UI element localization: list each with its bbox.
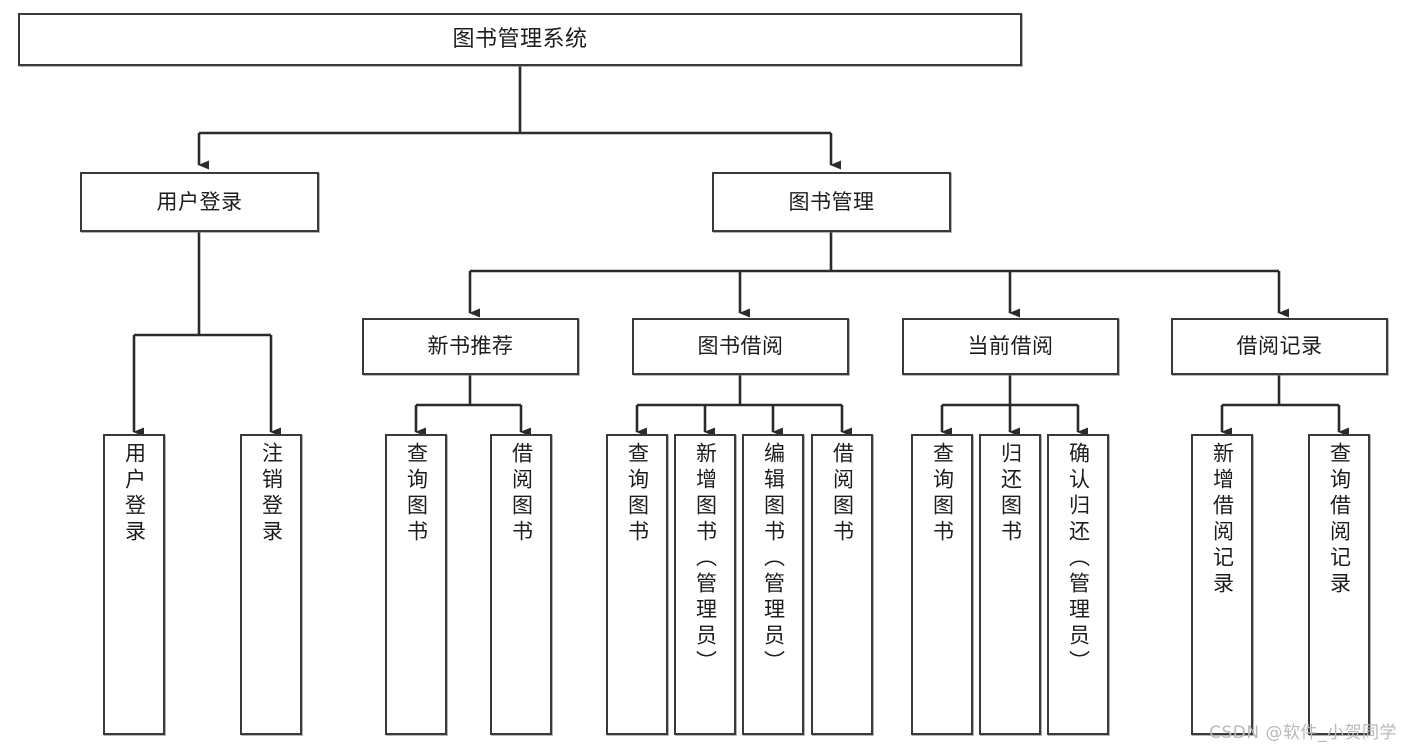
- node-leaf-edit-book[interactable]: 编辑图书（管理员）: [742, 434, 804, 735]
- node-root-label: 图书管理系统: [452, 26, 588, 52]
- node-user-login-label: 用户登录: [156, 189, 243, 214]
- node-leaf-query-record-label: 查询借阅记录: [1327, 442, 1352, 598]
- node-leaf-borrow-book-2[interactable]: 借阅图书: [811, 434, 873, 735]
- node-book-borrow-label: 图书借阅: [697, 334, 784, 359]
- node-root-book-management-system[interactable]: 图书管理系统: [18, 13, 1022, 66]
- node-leaf-confirm-return-label: 确认归还（管理员）: [1066, 442, 1091, 676]
- node-current-borrow-label: 当前借阅: [967, 334, 1054, 359]
- node-borrow-record-label: 借阅记录: [1236, 334, 1323, 359]
- node-leaf-user-logout[interactable]: 注销登录: [240, 434, 302, 735]
- node-leaf-user-login[interactable]: 用户登录: [103, 434, 165, 735]
- node-leaf-confirm-return[interactable]: 确认归还（管理员）: [1047, 434, 1109, 735]
- node-leaf-add-book-label: 新增图书（管理员）: [693, 442, 718, 676]
- node-leaf-query-book-3-label: 查询图书: [930, 442, 955, 546]
- node-leaf-query-book-1[interactable]: 查询图书: [385, 434, 447, 735]
- node-new-book-recommend-label: 新书推荐: [427, 334, 514, 359]
- node-leaf-borrow-book-1[interactable]: 借阅图书: [490, 434, 552, 735]
- node-leaf-query-record[interactable]: 查询借阅记录: [1308, 434, 1370, 735]
- node-book-manage-label: 图书管理: [788, 189, 875, 214]
- node-leaf-add-book[interactable]: 新增图书（管理员）: [674, 434, 736, 735]
- node-leaf-borrow-book-1-label: 借阅图书: [509, 442, 534, 546]
- node-leaf-user-login-label: 用户登录: [122, 442, 147, 546]
- node-leaf-query-book-1-label: 查询图书: [404, 442, 429, 546]
- node-leaf-user-logout-label: 注销登录: [259, 442, 284, 546]
- node-leaf-add-record[interactable]: 新增借阅记录: [1191, 434, 1253, 735]
- node-leaf-return-book-label: 归还图书: [998, 442, 1023, 546]
- node-current-borrow[interactable]: 当前借阅: [902, 318, 1119, 375]
- node-leaf-add-record-label: 新增借阅记录: [1210, 442, 1235, 598]
- node-leaf-borrow-book-2-label: 借阅图书: [830, 442, 855, 546]
- node-borrow-record[interactable]: 借阅记录: [1171, 318, 1388, 375]
- node-leaf-query-book-2-label: 查询图书: [625, 442, 650, 546]
- node-book-manage[interactable]: 图书管理: [712, 172, 951, 232]
- node-book-borrow[interactable]: 图书借阅: [632, 318, 849, 375]
- node-leaf-query-book-2[interactable]: 查询图书: [606, 434, 668, 735]
- node-leaf-return-book[interactable]: 归还图书: [979, 434, 1041, 735]
- node-user-login[interactable]: 用户登录: [80, 172, 319, 232]
- node-leaf-query-book-3[interactable]: 查询图书: [911, 434, 973, 735]
- csdn-watermark: CSDN @软件_小贺同学: [1209, 723, 1397, 743]
- node-leaf-edit-book-label: 编辑图书（管理员）: [761, 442, 786, 676]
- node-new-book-recommend[interactable]: 新书推荐: [362, 318, 579, 375]
